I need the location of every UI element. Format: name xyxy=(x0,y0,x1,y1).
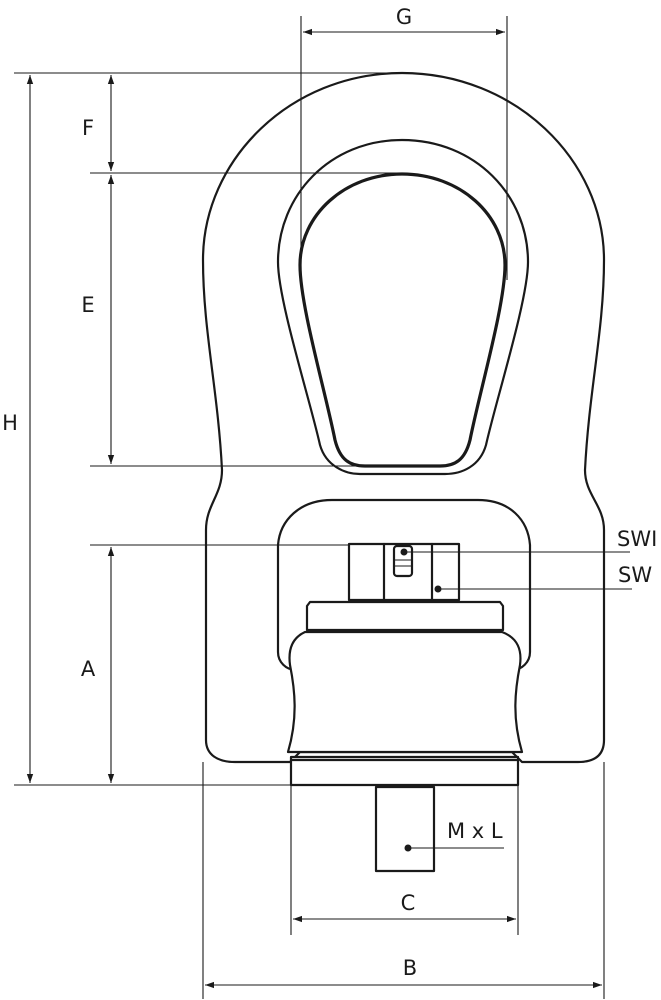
dimensions: G H F E A SWI SW M x L C xyxy=(2,5,657,999)
label-mxl: M x L xyxy=(447,819,503,843)
flange xyxy=(305,600,505,632)
label-swi: SWI xyxy=(617,527,657,551)
bearing-barrel xyxy=(286,630,524,754)
base-washer xyxy=(289,755,520,787)
hex-socket xyxy=(392,544,414,578)
thread-bolt xyxy=(374,785,436,873)
dimension-label-c: C xyxy=(401,891,416,915)
eye-inner-contour xyxy=(298,172,507,468)
eyebolt-body xyxy=(201,71,606,873)
label-sw: SW xyxy=(618,563,652,587)
dimension-label-g: G xyxy=(396,5,412,29)
dimension-label-a: A xyxy=(81,657,96,681)
eye-outer-contour xyxy=(276,138,530,476)
dimension-label-e: E xyxy=(81,293,94,317)
dimension-label-f: F xyxy=(82,116,94,140)
dimension-label-h: H xyxy=(2,411,18,435)
dimension-label-b: B xyxy=(403,956,417,980)
